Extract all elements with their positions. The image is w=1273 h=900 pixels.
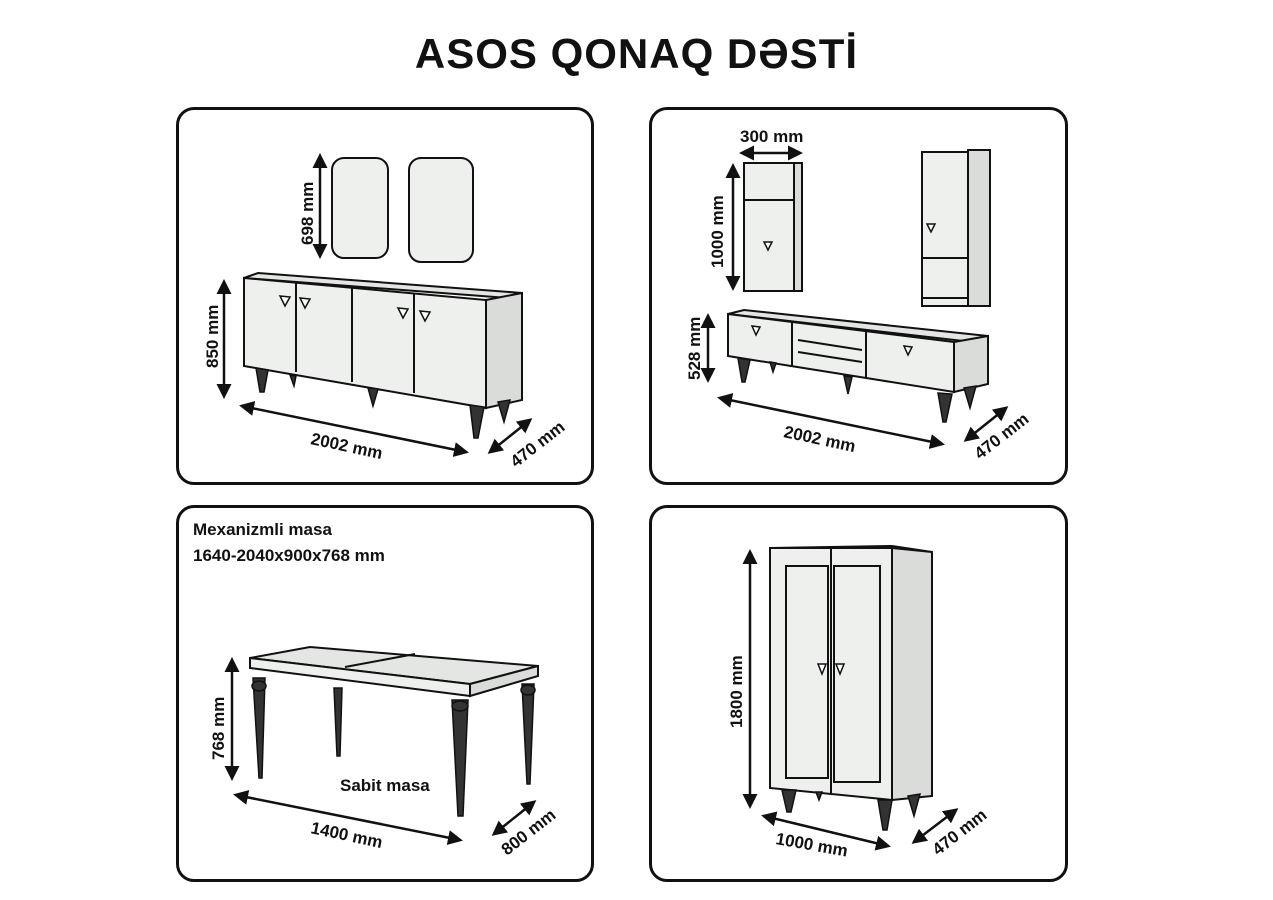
table-caption-line1: Mexanizmli masa — [193, 520, 332, 539]
mirror-height-label: 698 mm — [298, 182, 317, 245]
cabinet-width-label: 300 mm — [740, 127, 803, 146]
table-height-label: 768 mm — [209, 697, 228, 760]
sideboard-height-label: 850 mm — [203, 305, 222, 368]
cabinet-height-label: 1000 mm — [708, 195, 727, 268]
tv-unit-height-label: 528 mm — [685, 317, 704, 380]
wardrobe-height-label: 1800 mm — [727, 655, 746, 728]
mirror-right — [408, 157, 474, 263]
table-caption-line2: 1640-2040x900x768 mm — [193, 546, 385, 565]
mirror-left — [331, 157, 389, 259]
page-title: ASOS QONAQ DƏSTİ — [414, 30, 859, 77]
wardrobe-depth-label: 470 mm — [929, 805, 991, 859]
fixed-table-label: Sabit masa — [340, 776, 430, 795]
